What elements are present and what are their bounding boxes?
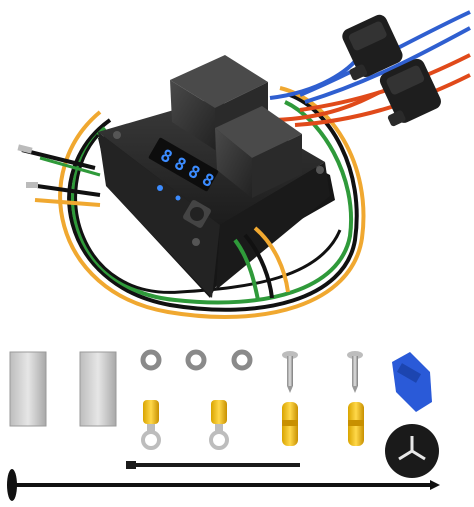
- washer: [140, 349, 162, 371]
- butt-connector: [282, 402, 298, 446]
- status-led: [175, 195, 181, 201]
- relay-2: [215, 106, 302, 198]
- push-button: [183, 200, 211, 228]
- butt-connector: [348, 402, 364, 446]
- adhesive-pad: [79, 351, 117, 427]
- washer: [231, 349, 253, 371]
- wire-tip: [26, 182, 38, 188]
- self-tapping-screw: [282, 351, 298, 393]
- black-wire-loop: [67, 93, 359, 312]
- left-wire-ends: [17, 144, 101, 207]
- self-tapping-screw: [347, 351, 363, 393]
- mounting-pin: [7, 469, 440, 501]
- orange-wire-loop: [58, 86, 366, 319]
- cable-tie: [126, 461, 300, 469]
- housing-screw: [192, 238, 200, 246]
- mounting-disc: [385, 424, 439, 478]
- fuse-harness: [269, 10, 471, 127]
- washer: [185, 349, 207, 371]
- adhesive-pad: [9, 351, 47, 427]
- bottom-wires: [233, 226, 290, 301]
- ring-terminal: [209, 400, 229, 450]
- fuse-holder-1: [342, 14, 403, 81]
- tap-connector: [392, 352, 432, 412]
- housing-screw: [113, 131, 121, 139]
- fuse-holder-2: [379, 58, 441, 127]
- housing-screw: [316, 166, 324, 174]
- led-display: 8 8 8 8: [148, 137, 219, 192]
- ring-terminal: [141, 400, 161, 450]
- wire-tip: [17, 144, 33, 154]
- status-led: [157, 185, 163, 191]
